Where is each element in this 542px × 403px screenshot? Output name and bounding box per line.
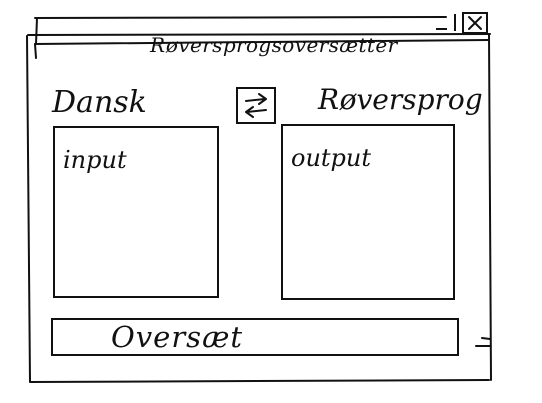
- close-button[interactable]: [462, 12, 488, 34]
- minimize-button[interactable]: [434, 14, 450, 34]
- minimize-icon: [436, 28, 447, 30]
- maximize-button[interactable]: [451, 13, 461, 33]
- swap-arrows-icon: [245, 93, 267, 118]
- window-title: Røversprogsoversætter: [150, 33, 398, 57]
- source-language-label: Dansk: [52, 85, 147, 120]
- swap-languages-button[interactable]: [236, 87, 276, 124]
- close-icon: [468, 16, 482, 30]
- target-language-label: Røversprog: [318, 83, 483, 116]
- translate-button[interactable]: Oversæt: [51, 318, 459, 356]
- source-text-input[interactable]: [53, 126, 219, 298]
- maximize-icon: [454, 14, 456, 31]
- target-text-output[interactable]: [281, 124, 455, 300]
